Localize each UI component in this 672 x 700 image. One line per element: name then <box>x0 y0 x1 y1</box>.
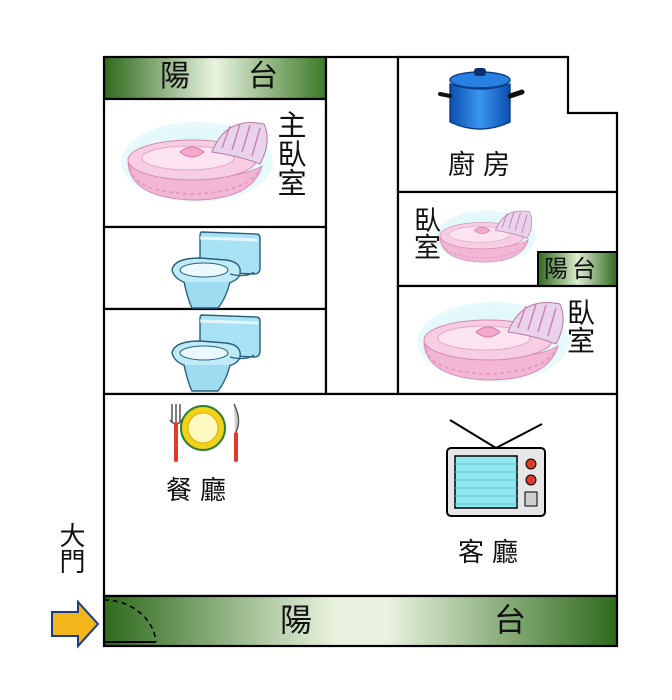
balcony-top <box>102 55 328 101</box>
bedroom-middle-label: 臥室 <box>409 206 440 260</box>
bed-icon <box>416 301 570 383</box>
living-label: 客廳 <box>458 538 527 568</box>
balcony-bottom-label-1: 陽 <box>280 601 313 639</box>
dining-label: 餐廳 <box>166 476 235 506</box>
balcony-bottom <box>102 594 619 648</box>
kitchen-label: 廚房 <box>448 150 518 181</box>
bedroom-lower-label: 臥室 <box>563 298 596 354</box>
tv-icon <box>446 419 546 517</box>
master-bedroom-label: 主臥室 <box>273 110 307 197</box>
arrow-icon <box>51 599 100 649</box>
bed-icon <box>434 209 537 265</box>
bed-icon <box>120 121 274 203</box>
balcony-small <box>537 251 618 287</box>
balcony-top-label: 陽 台 <box>160 59 292 94</box>
plate-icon <box>169 403 240 462</box>
door-swing <box>103 599 157 643</box>
corridor <box>324 55 400 396</box>
pot-icon <box>438 68 525 130</box>
main-door-label: 大門 <box>55 522 85 574</box>
balcony-small-label: 陽台 <box>544 255 600 283</box>
balcony-bottom-label-2: 台 <box>494 601 527 639</box>
